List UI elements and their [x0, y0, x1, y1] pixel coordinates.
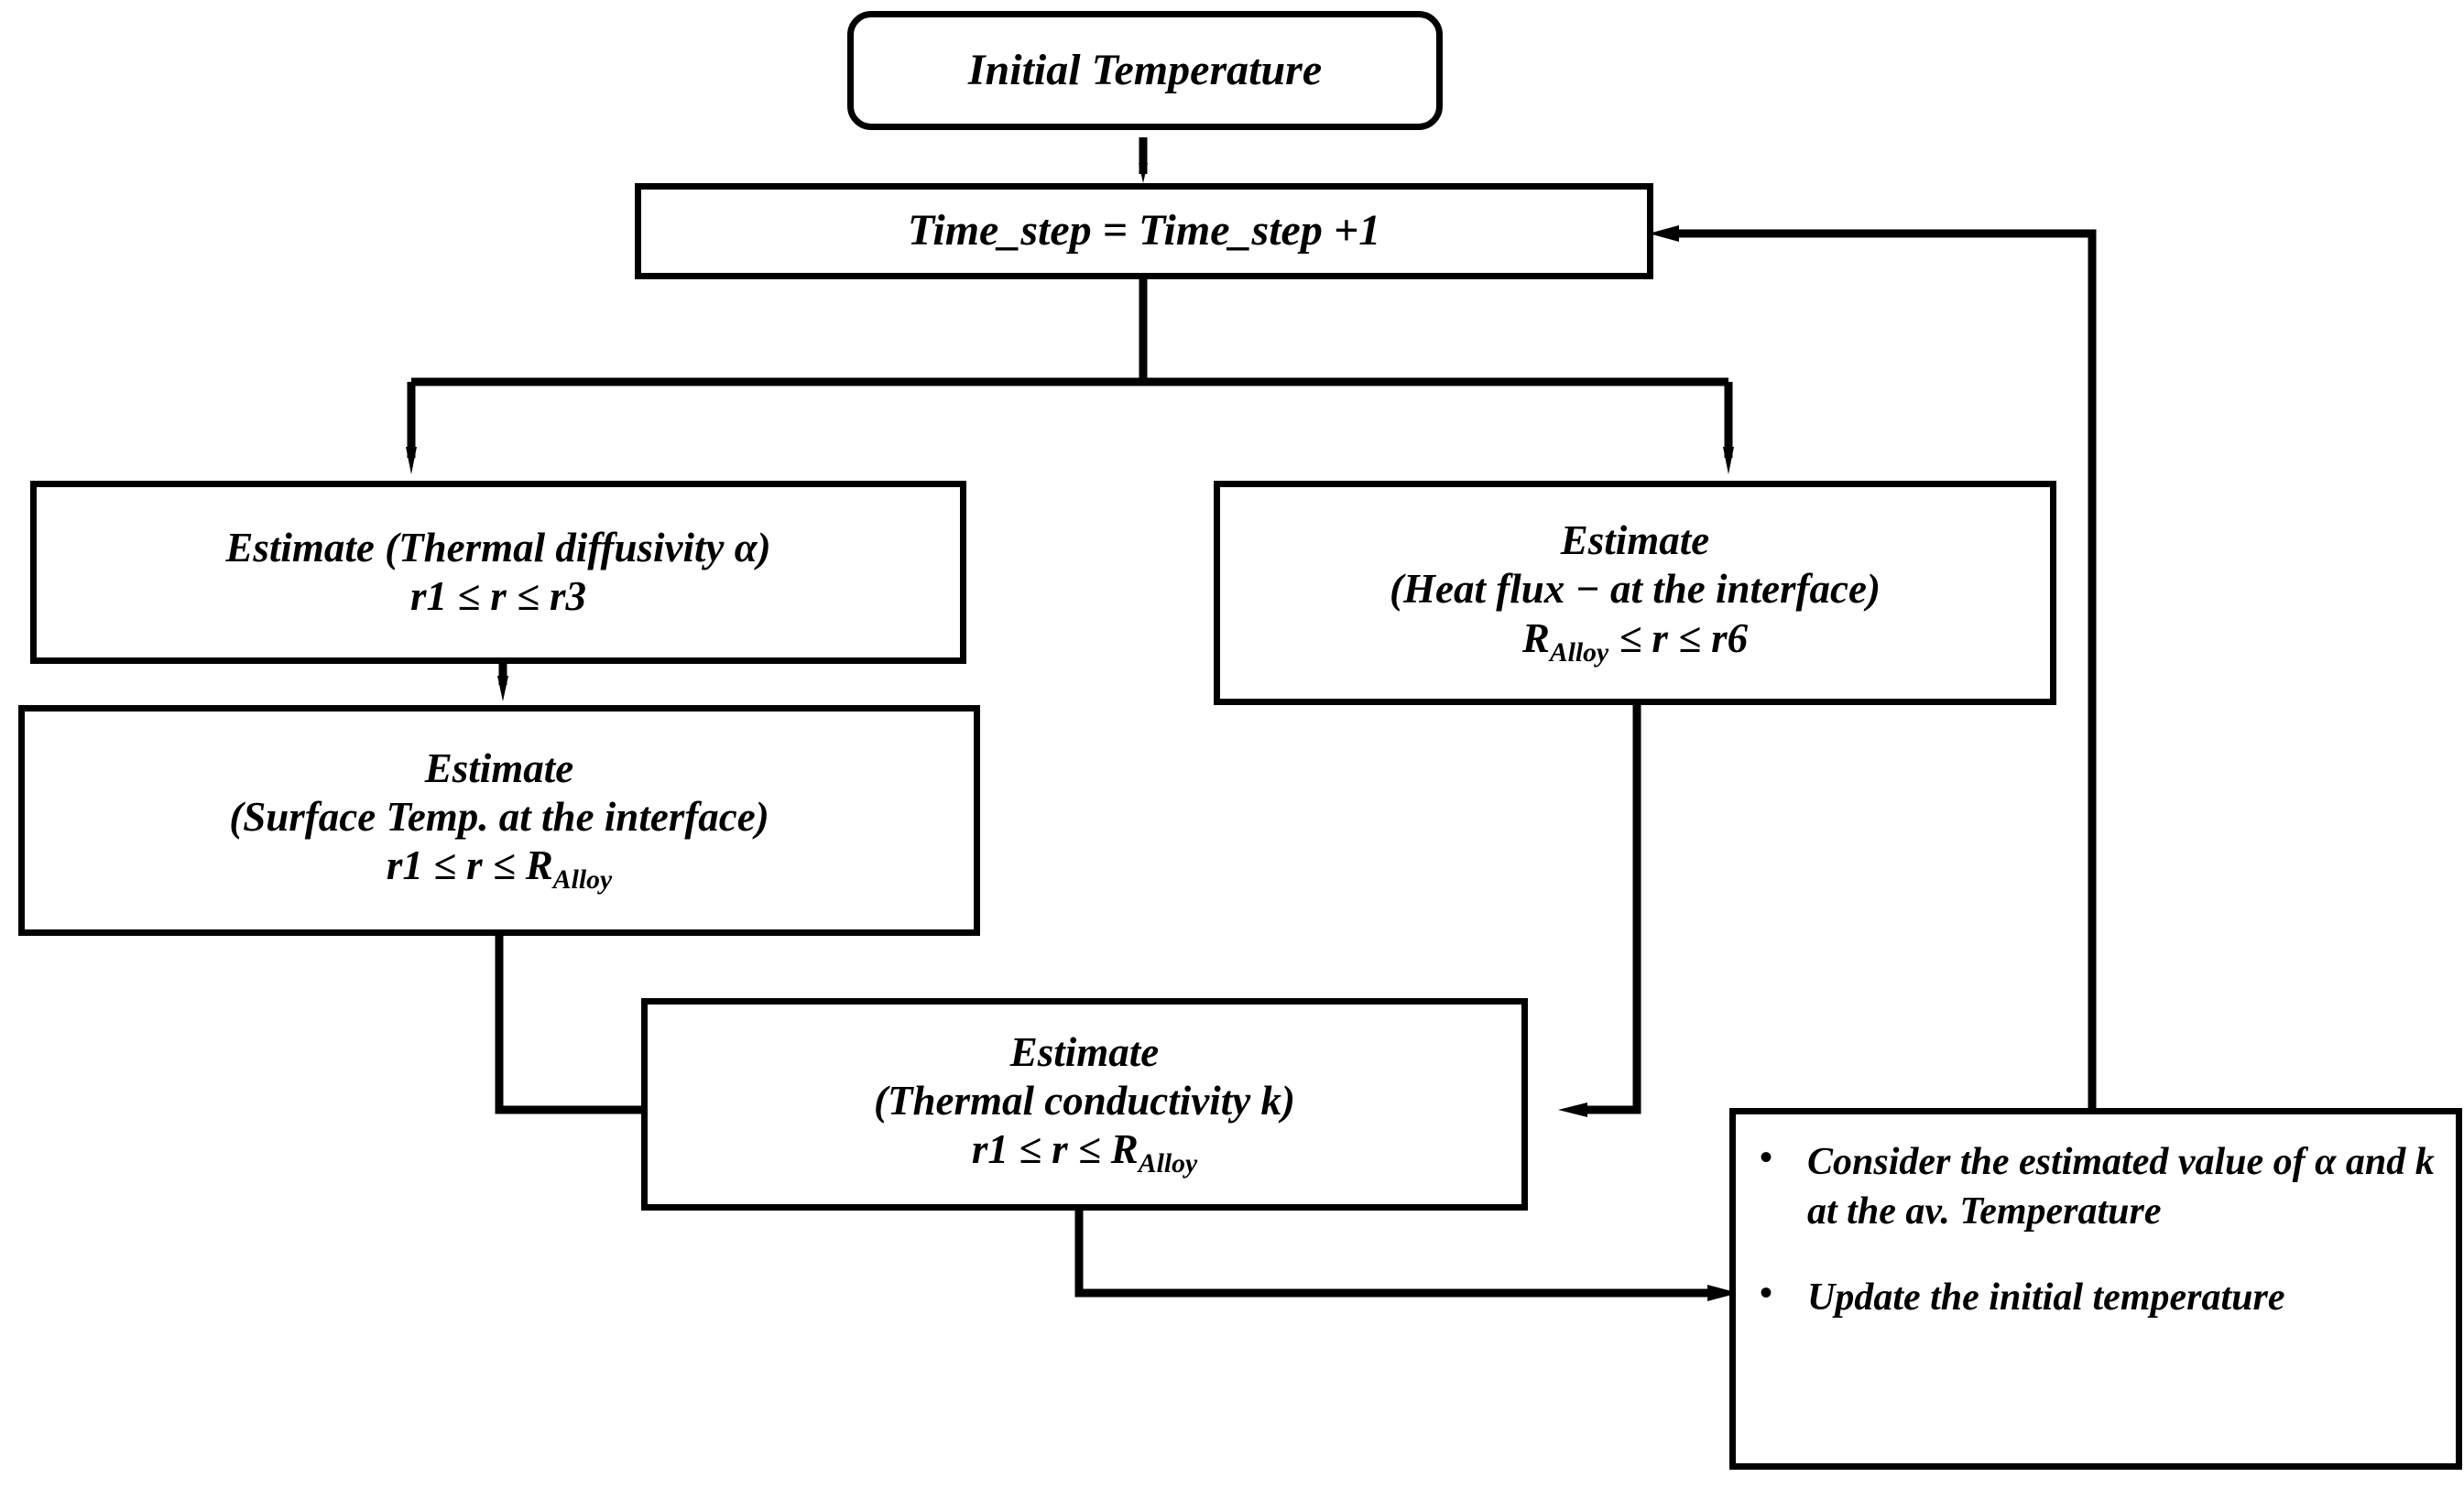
update-block-bullet-2: • Update the initial temperature	[1760, 1271, 2437, 1323]
node-thermal-conductivity-line1: Estimate	[1009, 1028, 1160, 1075]
node-thermal-diffusivity-line1: Estimate (Thermal diffusivity α)	[225, 524, 771, 570]
node-heat-flux-line2: (Heat flux − at the interface)	[1390, 566, 1881, 613]
node-heat-flux-line1: Estimate	[1560, 517, 1710, 564]
node-surface-temperature-range-subscript: Alloy	[552, 865, 613, 896]
edge-heatflux-to-conductivity	[1558, 705, 1641, 1117]
node-thermal-conductivity-range-main: r1 ≤ r ≤ R	[971, 1126, 1139, 1173]
node-update-block[interactable]: • Consider the estimated value of α and …	[1729, 1108, 2462, 1470]
node-surface-temperature[interactable]: Estimate (Surface Temp. at the interface…	[18, 705, 980, 936]
node-initial-temperature[interactable]: Initial Temperature	[847, 11, 1443, 130]
update-block-bullet-1-text: Consider the estimated value of α and k …	[1807, 1141, 2435, 1233]
node-heat-flux-range-main: R	[1521, 614, 1550, 661]
bullet-spacer	[1760, 1237, 2437, 1274]
node-thermal-conductivity-range-subscript: Alloy	[1138, 1149, 1198, 1179]
node-heat-flux-range-rest: ≤ r ≤ r6	[1608, 614, 1749, 661]
edge-conductivity-to-update	[1074, 1211, 1739, 1301]
update-block-bullet-2-text: Update the initial temperature	[1807, 1276, 2285, 1319]
node-surface-temperature-line2: (Surface Temp. at the interface)	[229, 793, 769, 840]
node-heat-flux-range-subscript: Alloy	[1549, 637, 1609, 668]
edge-initial-to-timestep	[1139, 137, 1148, 183]
node-surface-temperature-range-main: r1 ≤ r ≤ R	[386, 842, 553, 889]
bullet-point-icon: •	[1760, 1136, 1773, 1178]
node-initial-temperature-label: Initial Temperature	[967, 45, 1323, 94]
node-heat-flux-range: RAlloy ≤ r ≤ r6	[1522, 614, 1748, 669]
bullet-point-icon: •	[1760, 1271, 1773, 1313]
node-thermal-conductivity-line2: (Thermal conductivity k)	[874, 1077, 1295, 1124]
node-surface-temperature-range: r1 ≤ r ≤ RAlloy	[387, 842, 612, 896]
node-time-step-label: Time_step = Time_step +1	[907, 206, 1381, 255]
node-time-step[interactable]: Time_step = Time_step +1	[635, 183, 1653, 279]
node-thermal-diffusivity-range: r1 ≤ r ≤ r3	[410, 573, 586, 619]
edge-diffusivity-to-surfacetemp	[497, 664, 508, 701]
node-thermal-diffusivity[interactable]: Estimate (Thermal diffusivity α) r1 ≤ r …	[30, 481, 966, 664]
update-block-bullet-1: • Consider the estimated value of α and …	[1760, 1138, 2437, 1237]
node-heat-flux[interactable]: Estimate (Heat flux − at the interface) …	[1214, 481, 2056, 705]
node-surface-temperature-line1: Estimate	[424, 744, 574, 791]
node-thermal-conductivity-range: r1 ≤ r ≤ RAlloy	[972, 1125, 1197, 1180]
edge-timestep-split	[406, 279, 1734, 474]
node-thermal-conductivity[interactable]: Estimate (Thermal conductivity k) r1 ≤ r…	[641, 998, 1528, 1211]
